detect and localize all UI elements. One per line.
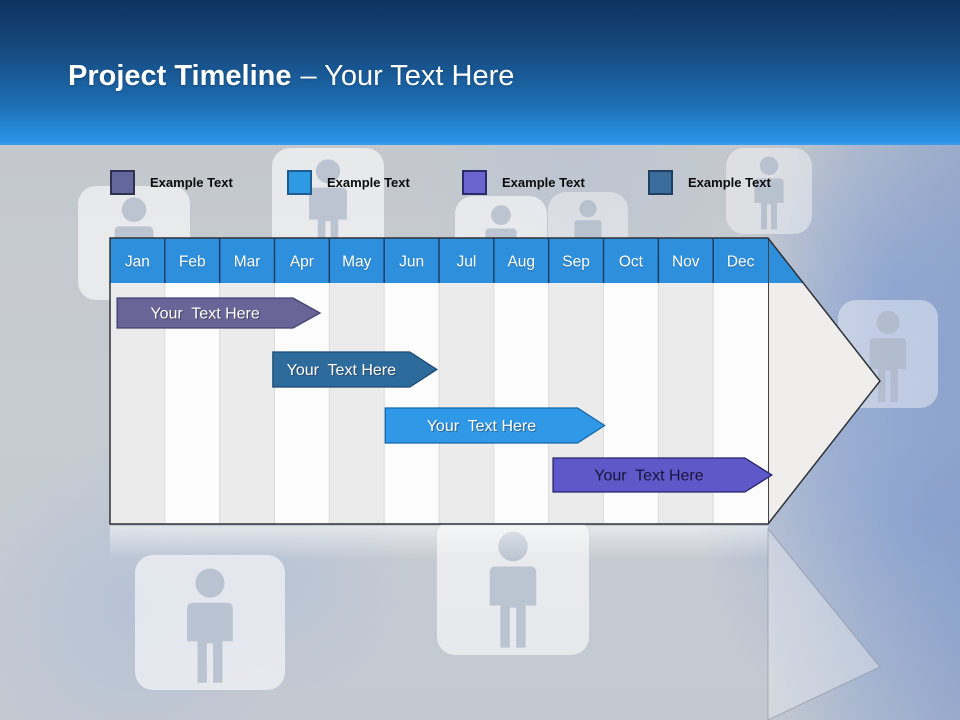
month-label: Oct: [619, 254, 644, 271]
month-label: May: [342, 254, 372, 271]
legend-label: Example Text: [150, 174, 233, 190]
legend-label: Example Text: [502, 174, 585, 190]
task-bar: [272, 351, 439, 388]
page-title: Project Timeline– Your Text Here: [68, 60, 514, 93]
task-bar-label: Your Text Here: [427, 418, 537, 435]
person-icon: [135, 555, 285, 690]
month-label: Jan: [125, 254, 150, 271]
month-label: Sep: [562, 254, 590, 271]
person-icon: [838, 300, 938, 408]
month-column: [384, 283, 439, 524]
page-title-light: – Your Text Here: [300, 60, 515, 92]
legend-swatch: [462, 169, 487, 195]
table-reflection: [110, 526, 768, 560]
month-label: Mar: [234, 254, 261, 271]
legend-item: Example Text: [110, 169, 233, 195]
month-column: [493, 283, 549, 524]
timeline-arrow-outline: [109, 237, 881, 525]
month-label: Apr: [290, 254, 314, 271]
arrow-tip-reflection: [767, 527, 881, 720]
person-icon: [726, 148, 812, 234]
month-column: [329, 283, 385, 524]
task-bar: [552, 457, 774, 493]
task-bar: [384, 407, 606, 444]
task-bar-label: Your Text Here: [150, 306, 260, 323]
legend-swatch: [648, 169, 673, 195]
month-column: [439, 283, 494, 524]
month-label: Dec: [727, 254, 755, 271]
slide-header: Project Timeline– Your Text Here: [0, 0, 960, 145]
month-header-band: [110, 238, 880, 283]
legend-item: Example Text: [648, 169, 771, 195]
legend-item: Example Text: [462, 169, 585, 195]
page-title-bold: Project Timeline: [68, 60, 292, 92]
task-bar-label: Your Text Here: [287, 362, 397, 379]
task-bar-label: Your Text Here: [594, 468, 704, 485]
legend-swatch: [110, 169, 135, 195]
legend-item: Example Text: [287, 169, 410, 195]
month-label: Aug: [507, 254, 535, 271]
task-bar: [116, 297, 322, 329]
month-label: Nov: [672, 254, 700, 271]
month-label: Feb: [179, 254, 206, 271]
legend-label: Example Text: [688, 174, 771, 190]
month-label: Jul: [457, 254, 477, 271]
legend-swatch: [287, 169, 312, 195]
legend-label: Example Text: [327, 174, 410, 190]
month-label: Jun: [399, 254, 424, 271]
